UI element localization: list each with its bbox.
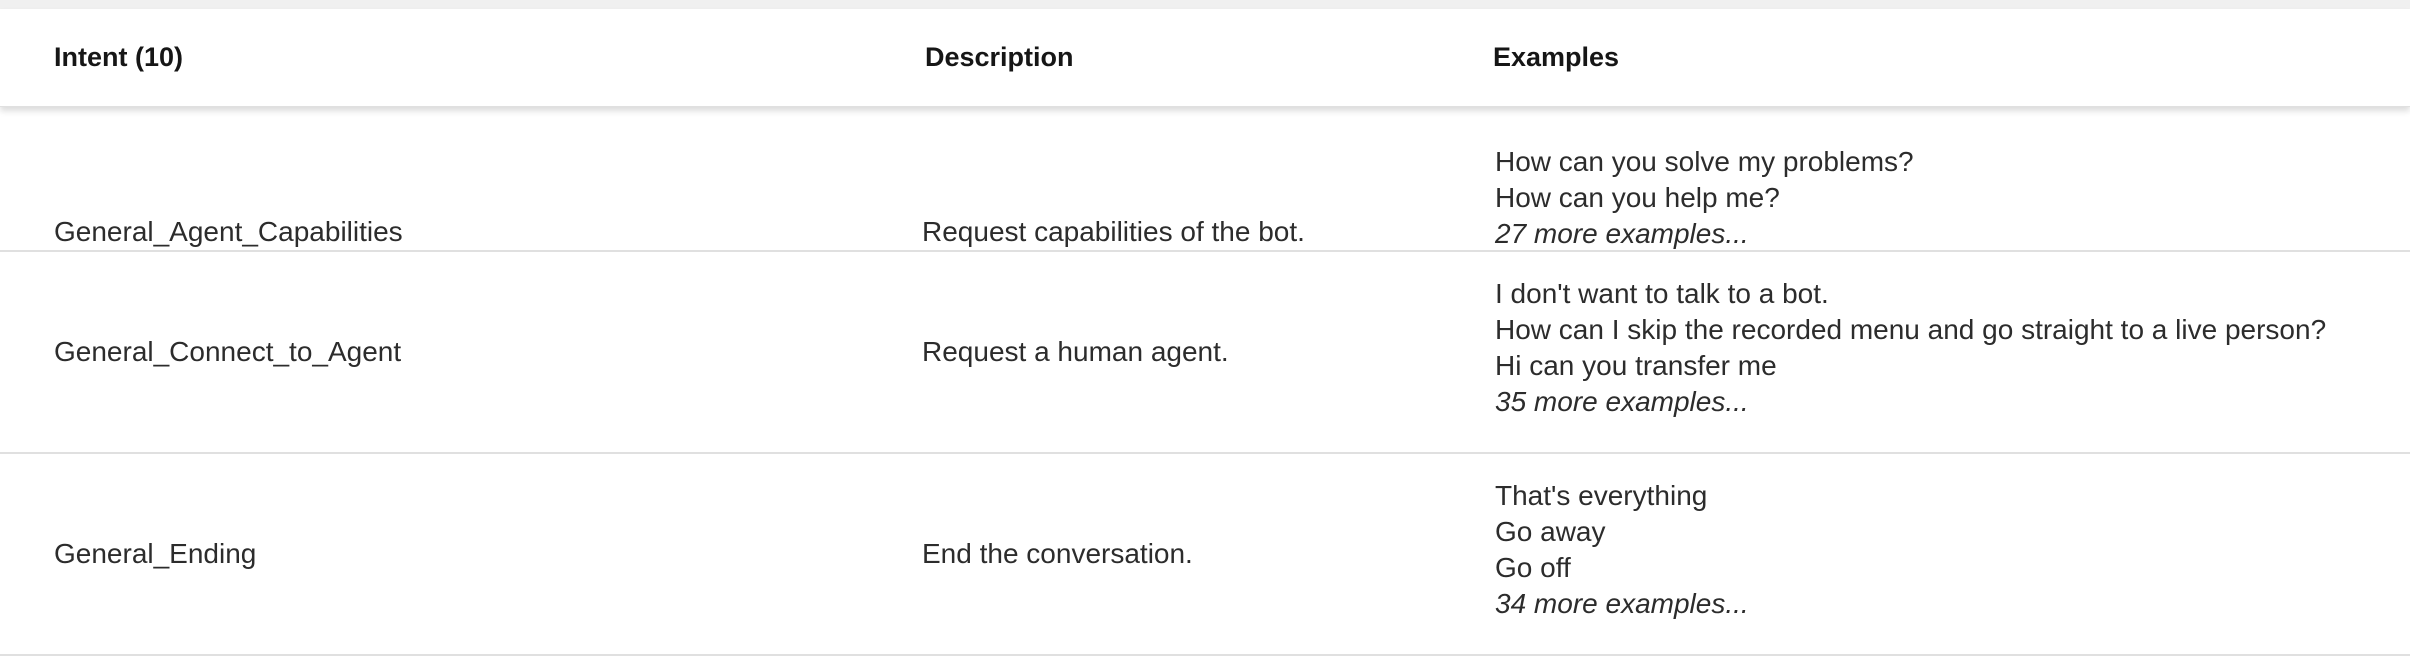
more-examples-link[interactable]: 27 more examples... [1495,218,1749,249]
column-header-examples[interactable]: Examples [1493,42,1620,72]
intent-name[interactable]: General_Connect_to_Agent [54,336,402,367]
intent-name[interactable]: General_Ending [54,538,257,569]
table-row[interactable]: General_Connect_to_Agent Request a human… [0,252,2410,454]
example-text: Hi can you transfer me [1495,350,1777,381]
table-top-edge [0,0,2410,9]
more-examples-link[interactable]: 34 more examples... [1495,588,1749,619]
examples-list: I don't want to talk to a bot. How can I… [1495,276,2326,420]
intent-description: Request a human agent. [922,336,1229,367]
table-row[interactable]: General_Agent_Capabilities Request capab… [0,106,2410,252]
example-text: That's everything [1495,480,1708,511]
intent-description: Request capabilities of the bot. [922,216,1305,247]
column-header-intent[interactable]: Intent (10) [54,42,184,72]
more-examples-link[interactable]: 35 more examples... [1495,386,1749,417]
table-row[interactable]: General_Ending End the conversation. Tha… [0,454,2410,656]
table-header: Intent (10) Description Examples [0,9,2410,107]
example-text: How can you solve my problems? [1495,146,1914,177]
example-text: How can I skip the recorded menu and go … [1495,314,2327,345]
intent-name[interactable]: General_Agent_Capabilities [54,216,403,247]
example-text: I don't want to talk to a bot. [1495,278,1829,309]
example-text: How can you help me? [1495,182,1780,213]
column-header-description[interactable]: Description [925,42,1074,72]
example-text: Go away [1495,516,1606,547]
table-body: General_Agent_Capabilities Request capab… [0,106,2410,661]
example-text: Go off [1495,552,1571,583]
examples-list: How can you solve my problems? How can y… [1495,144,1914,252]
intent-description: End the conversation. [922,538,1193,569]
examples-list: That's everything Go away Go off 34 more… [1495,478,1749,622]
